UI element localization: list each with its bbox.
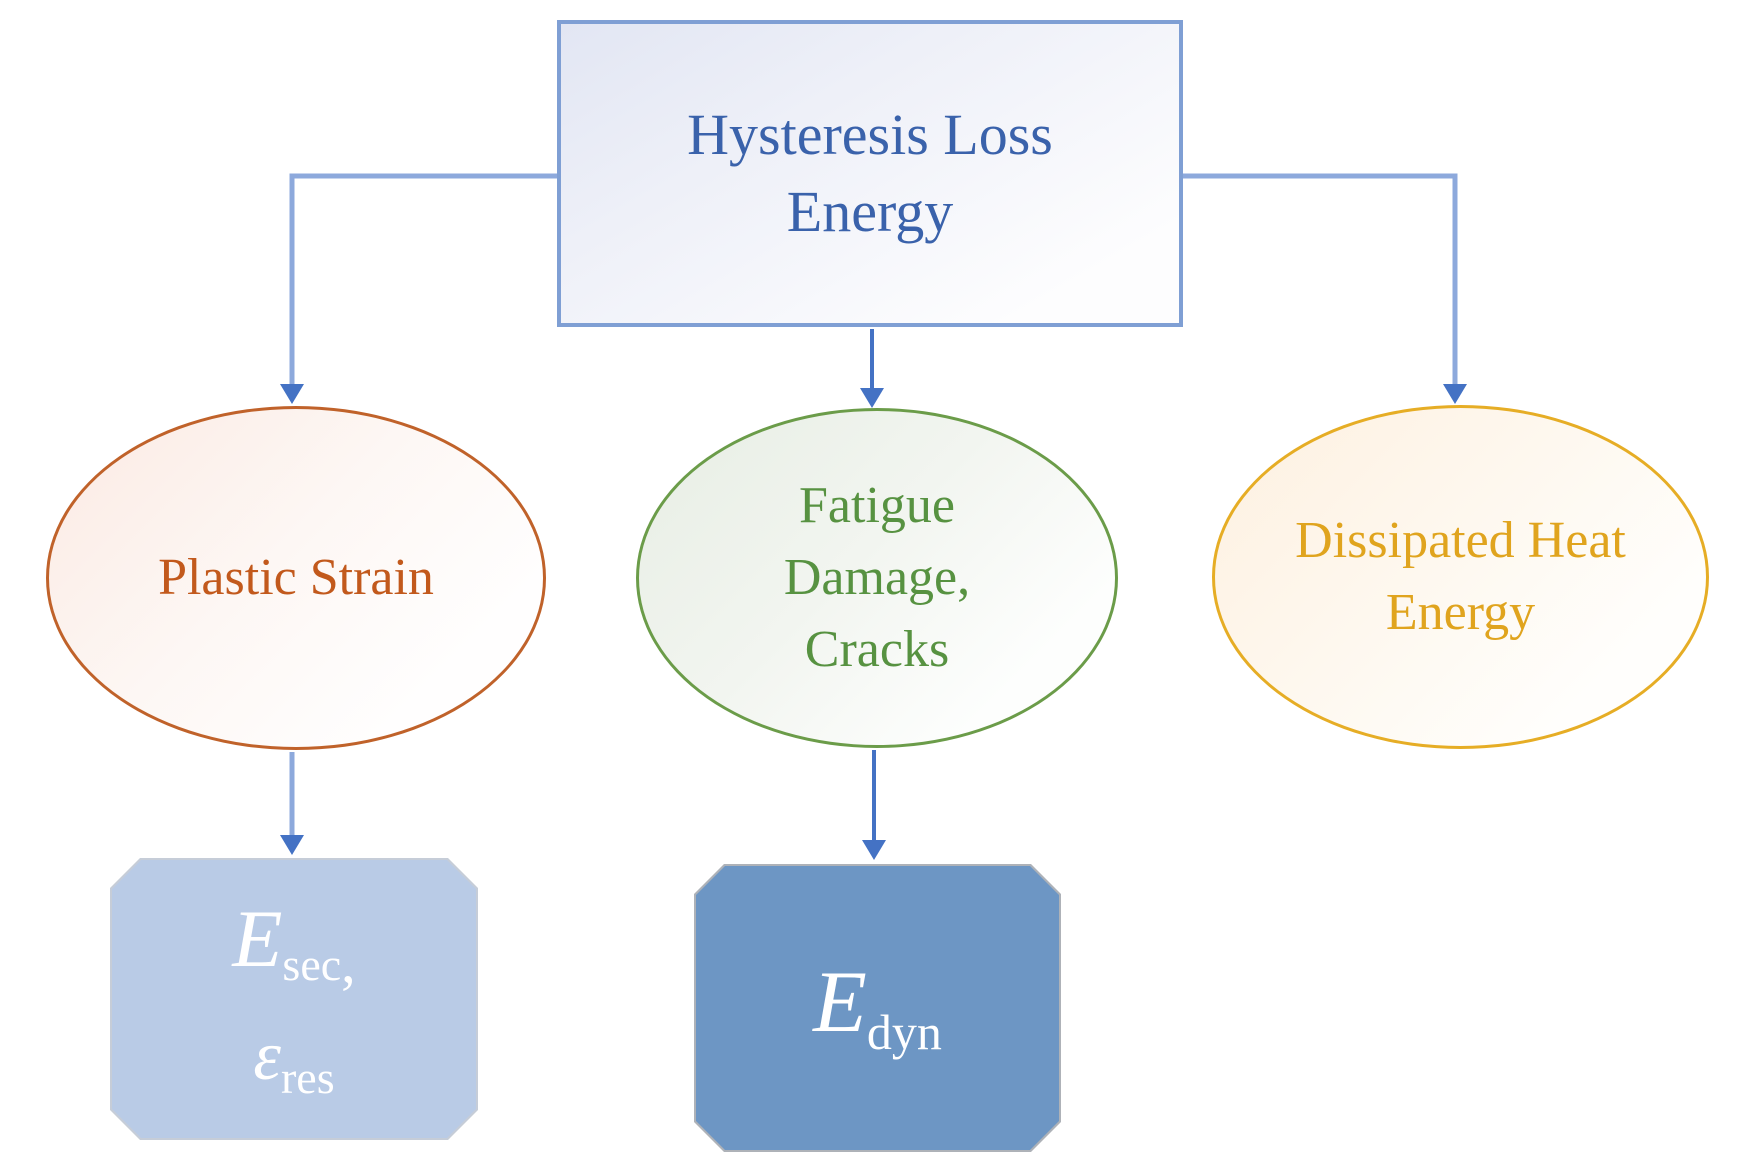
fatigue-damage-cracks-label: Fatigue Damage, Cracks xyxy=(783,477,971,678)
plastic-strain-ellipse: Plastic Strain xyxy=(46,406,546,750)
arrowhead-root-to-fatigue-icon xyxy=(860,388,884,408)
dissipated-heat-energy-label: Dissipated Heat Energy xyxy=(1295,512,1626,641)
esec-eres-result-box: Esec, εres xyxy=(110,858,478,1140)
edyn-result-box: Edyn xyxy=(694,864,1061,1152)
esec-subscript: sec xyxy=(282,938,342,990)
edyn-box-fill: Edyn xyxy=(696,866,1059,1150)
edyn-symbol: E xyxy=(813,954,867,1051)
arrowhead-root-to-plastic-icon xyxy=(280,384,304,404)
eres-subscript: res xyxy=(280,1051,335,1103)
esec-symbol: E xyxy=(232,892,283,984)
hysteresis-loss-energy-label: Hysteresis Loss Energy xyxy=(687,101,1053,244)
eres-formula: εres xyxy=(253,1022,334,1101)
edyn-formula: Edyn xyxy=(813,959,942,1057)
connector-root-to-heat xyxy=(1183,173,1458,386)
arrowhead-root-to-heat-icon xyxy=(1443,384,1467,404)
hysteresis-loss-energy-box: Hysteresis Loss Energy xyxy=(557,20,1183,327)
dissipated-heat-energy-ellipse: Dissipated Heat Energy xyxy=(1212,405,1709,749)
esec-formula: Esec, xyxy=(232,898,355,992)
edyn-subscript: dyn xyxy=(866,1004,942,1060)
fatigue-damage-cracks-ellipse: Fatigue Damage, Cracks xyxy=(636,408,1118,748)
eres-symbol: ε xyxy=(253,1017,281,1095)
arrowhead-fatigue-to-edyn-icon xyxy=(862,840,886,860)
arrowhead-plastic-to-esec-icon xyxy=(280,835,304,855)
esec-comma: , xyxy=(341,929,356,995)
plastic-strain-label: Plastic Strain xyxy=(158,549,434,607)
connector-root-to-plastic xyxy=(289,173,557,386)
esec-eres-box-fill: Esec, εres xyxy=(112,860,476,1138)
